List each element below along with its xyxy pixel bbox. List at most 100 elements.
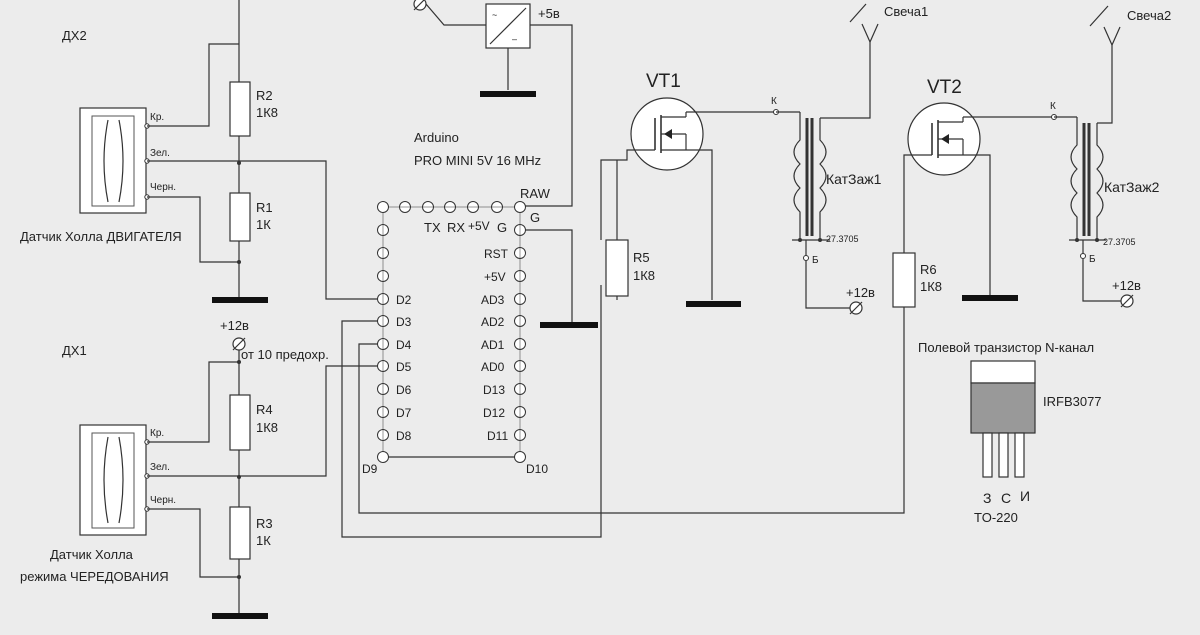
r6-value: 1К8 xyxy=(920,279,942,294)
v12-label-c: +12в xyxy=(1112,278,1141,293)
arduino-raw: RAW xyxy=(520,186,551,201)
dh1-pin-green: Зел. xyxy=(150,462,170,473)
coil1-k: К xyxy=(771,96,777,107)
svg-text:~: ~ xyxy=(492,10,497,20)
arduino-pin-d5: D5 xyxy=(396,360,412,374)
dh2-pin-red: Кр. xyxy=(150,112,164,123)
arduino-right-g: G xyxy=(530,210,540,225)
sensor-dh2-id: ДХ2 xyxy=(62,28,87,43)
arduino-pin-d11: D11 xyxy=(487,429,508,443)
arduino-pin-ad1: AD1 xyxy=(481,338,505,352)
coil1-name: КатЗаж1 xyxy=(826,171,882,187)
arduino-top-pins xyxy=(377,201,526,213)
r3-value: 1К xyxy=(256,533,271,548)
transistor-vt2: VT2 xyxy=(903,77,1054,295)
arduino-pin-ad0: AD0 xyxy=(481,360,505,374)
arduino-pin-d6: D6 xyxy=(396,383,412,397)
arduino-left-pins xyxy=(377,212,389,463)
coil2-k: К xyxy=(1050,101,1056,112)
sensor-dh1-block: ДХ1 Кр. Зел. Черн. Датчик Холла режима Ч… xyxy=(20,343,176,584)
r3-name: R3 xyxy=(256,516,273,531)
arduino-title: Arduino xyxy=(414,130,459,145)
spark-plug-2: Свеча2 xyxy=(1089,5,1171,46)
arduino-pin-d8: D8 xyxy=(396,429,412,443)
coil2-b: Б xyxy=(1089,254,1096,265)
v12-label-b: +12в xyxy=(846,285,875,300)
arduino-pin-d2: D2 xyxy=(396,293,412,307)
resistor-r5 xyxy=(605,239,629,297)
fuse-note: от 10 предохр. xyxy=(241,347,329,362)
hall-sensor-dh2-inner xyxy=(91,115,135,207)
arduino-pin-d9: D9 xyxy=(362,462,378,476)
plug2-label: Свеча2 xyxy=(1127,8,1171,23)
coil1-b: Б xyxy=(812,255,819,266)
spark-plug-1: Свеча1 xyxy=(849,3,928,43)
r4-value: 1К8 xyxy=(256,420,278,435)
vt2-label: VT2 xyxy=(927,77,962,98)
coil2-name: КатЗаж2 xyxy=(1104,179,1160,195)
arduino-model: PRO MINI 5V 16 MHz xyxy=(414,153,541,168)
package-pin-source: И xyxy=(1020,488,1030,504)
vt1-label: VT1 xyxy=(646,71,681,92)
arduino-pin-d10: D10 xyxy=(526,462,548,476)
arduino-pin-d4: D4 xyxy=(396,338,412,352)
arduino-top-5v: +5V xyxy=(468,219,490,233)
dh2-pin-green: Зел. xyxy=(150,148,170,159)
arduino-pin-d3: D3 xyxy=(396,315,412,329)
to220-package: Полевой транзистор N-канал IRFB3077 З С … xyxy=(918,340,1102,525)
arduino-pin-ad3: AD3 xyxy=(481,293,505,307)
hall-sensor-dh2 xyxy=(79,107,147,214)
arduino-pin-d7: D7 xyxy=(396,406,412,420)
sensor-dh2-block: ДХ2 Кр. Зел. Черн. Датчик Холла ДВИГАТЕЛ… xyxy=(20,28,182,244)
r4-name: R4 xyxy=(256,402,273,417)
package-body xyxy=(970,382,1036,434)
hall-sensor-dh1-mark xyxy=(103,436,124,524)
dh1-pin-black: Черн. xyxy=(150,495,176,506)
ignition-coil-1: К 27.3705 КатЗаж1 Б xyxy=(771,42,882,309)
r5-name: R5 xyxy=(633,250,650,265)
arduino-tx: TX xyxy=(424,220,441,235)
resistor-r6 xyxy=(892,252,916,308)
arduino-pin-d12: D12 xyxy=(483,406,505,420)
resistor-r4 xyxy=(229,394,251,451)
hall-sensor-dh1 xyxy=(79,424,147,536)
transistor-vt1: VT1 xyxy=(600,71,776,300)
dh1-caption-1: Датчик Холла xyxy=(50,547,134,562)
ignition-coil-2: К 27.3705 КатЗаж2 Б xyxy=(1050,45,1160,302)
arduino-top-g: G xyxy=(497,220,507,235)
resistor-r3 xyxy=(229,506,251,560)
r1-name: R1 xyxy=(256,200,273,215)
r5-value: 1К8 xyxy=(633,268,655,283)
dh2-caption: Датчик Холла ДВИГАТЕЛЯ xyxy=(20,229,182,244)
resistor-r2 xyxy=(229,81,251,137)
r2-value: 1К8 xyxy=(256,105,278,120)
arduino-right-pins xyxy=(514,212,526,463)
svg-text:–: – xyxy=(512,34,517,44)
arduino-pin-5v: +5V xyxy=(484,270,506,284)
package-pin-gate: З xyxy=(983,490,991,506)
r2-name: R2 xyxy=(256,88,273,103)
package-caption: Полевой транзистор N-канал xyxy=(918,340,1094,355)
sensor-dh1-id: ДХ1 xyxy=(62,343,87,358)
package-part: IRFB3077 xyxy=(1043,394,1102,409)
package-pin-drain: С xyxy=(1001,490,1011,506)
v5-label: +5в xyxy=(538,6,560,21)
dh1-caption-2: режима ЧЕРЕДОВАНИЯ xyxy=(20,569,169,584)
r1-value: 1К xyxy=(256,217,271,232)
hall-sensor-dh1-inner xyxy=(91,432,135,529)
r6-name: R6 xyxy=(920,262,937,277)
coil1-part: 27.3705 xyxy=(826,234,859,244)
package-type: TO-220 xyxy=(974,510,1018,525)
arduino-rx: RX xyxy=(447,220,465,235)
hall-sensor-dh2-mark xyxy=(103,119,124,203)
arduino-board: Arduino PRO MINI 5V 16 MHz RAW TX RX +5V… xyxy=(362,130,551,476)
arduino-pin-ad2: AD2 xyxy=(481,315,505,329)
arduino-pin-d13: D13 xyxy=(483,383,505,397)
arduino-pin-rst: RST xyxy=(484,247,509,261)
plug1-label: Свеча1 xyxy=(884,4,928,19)
v12-label-a: +12в xyxy=(220,318,249,333)
resistor-r1 xyxy=(229,192,251,242)
coil2-part: 27.3705 xyxy=(1103,237,1136,247)
